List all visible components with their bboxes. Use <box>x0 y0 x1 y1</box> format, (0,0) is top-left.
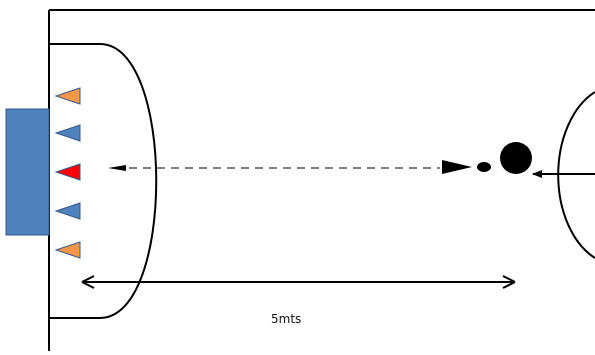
distance-label: 5mts <box>271 312 302 326</box>
penalty-area-arc <box>49 43 158 319</box>
cone-blue-icon <box>54 202 81 220</box>
cone-orange-icon <box>54 87 81 105</box>
cone-orange-icon <box>54 241 81 259</box>
pass-arrow-right-head <box>442 160 472 174</box>
distance-arrow-right-head <box>502 275 516 289</box>
pass-arrow-left-head <box>108 165 126 171</box>
goal <box>5 108 50 236</box>
cone-blue-icon <box>54 124 81 142</box>
cone-red-icon <box>54 163 81 181</box>
cones-group <box>54 87 81 259</box>
distance-arrow-left-head <box>81 275 95 289</box>
ball-icon <box>477 162 491 172</box>
player-circle-icon <box>500 142 532 174</box>
